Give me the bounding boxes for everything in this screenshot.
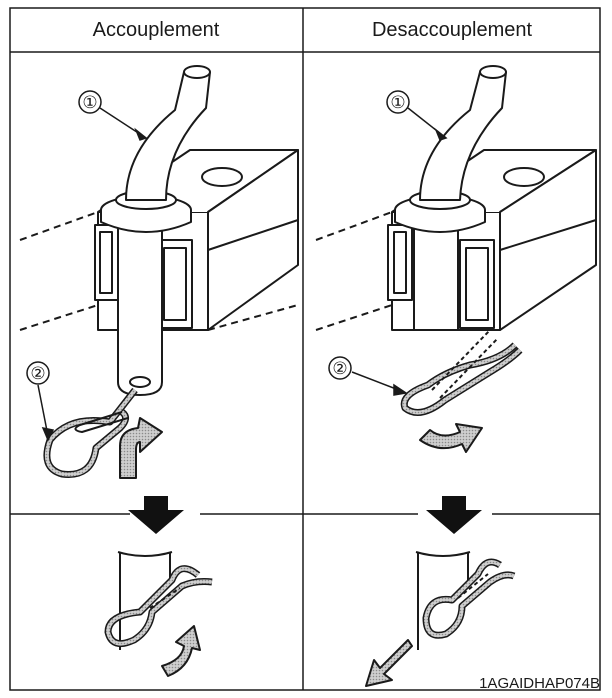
header-accouplement: Accouplement [92, 18, 220, 41]
grid-frame [9, 7, 601, 691]
hitch-pin-right [394, 65, 507, 331]
hitch-pin-left [100, 65, 211, 396]
callouts-right [328, 90, 448, 396]
r-clip-right-detail [422, 558, 516, 639]
r-clip-right [400, 329, 523, 416]
r-clip-left-detail [104, 565, 213, 648]
left-coupling-illustration [19, 65, 299, 479]
left-bottom-detail [104, 551, 213, 677]
header-desaccouplement: Desaccouplement [371, 18, 533, 41]
callout-1-left: ① [82, 93, 97, 112]
callouts-left [26, 90, 148, 442]
callout-2-right: ② [332, 359, 347, 378]
right-bottom-detail [365, 551, 516, 687]
clevis-bracket-right [387, 224, 495, 329]
curved-arrow-icon [119, 417, 163, 479]
callout-1-right: ① [390, 93, 405, 112]
r-clip-left [43, 387, 138, 478]
right-uncoupling-illustration [315, 65, 597, 453]
down-arrow-icon [128, 496, 184, 534]
diagonal-arrow-icon [365, 639, 413, 687]
rotate-arrow-icon [419, 423, 483, 453]
callout-2-left: ② [30, 364, 45, 383]
down-arrow-icon [426, 496, 482, 534]
figure-code: 1AGAIDHAP074B [479, 675, 600, 692]
curved-arrow-icon [161, 625, 201, 677]
